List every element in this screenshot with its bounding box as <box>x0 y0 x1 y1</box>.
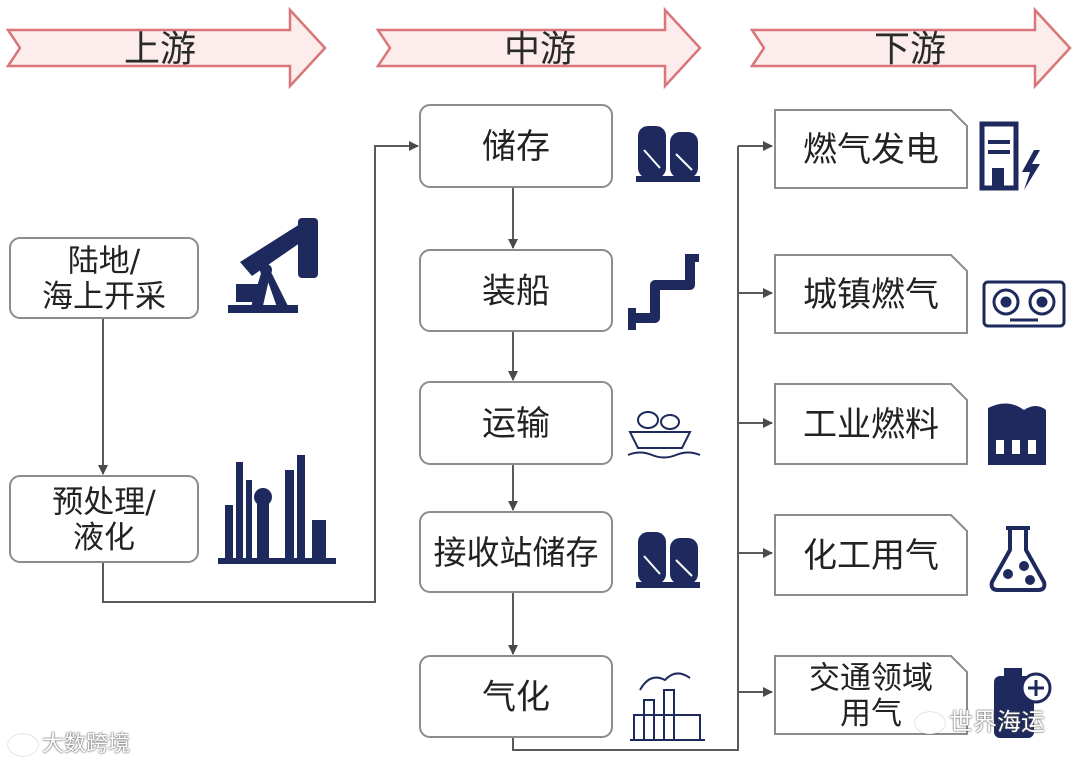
stage-arrow-midstream: 中游 <box>375 6 702 90</box>
box-outline <box>419 104 613 188</box>
box-power-generation: 燃气发电 <box>774 109 968 189</box>
box-outline <box>774 514 968 596</box>
fuel-tank-icon <box>994 668 1052 738</box>
box-label-line: 储存 <box>482 127 550 167</box>
box-label-line: 气化 <box>482 678 550 718</box>
watermark-left: 大数跨境 <box>8 726 130 758</box>
box-label-line: 化工用气 <box>803 536 939 576</box>
box-label-line: 液化 <box>73 520 135 556</box>
box-label-line: 运输 <box>482 404 550 444</box>
box-pretreatment: 预处理/液化 <box>9 475 199 563</box>
stage-arrow-upstream: 上游 <box>5 6 327 90</box>
stage-arrow-downstream: 下游 <box>749 6 1072 90</box>
box-extraction: 陆地/海上开采 <box>9 237 199 319</box>
box-industrial-fuel: 工业燃料 <box>774 383 968 465</box>
box-gasification: 气化 <box>419 655 613 738</box>
box-outline <box>419 249 613 332</box>
box-label-line: 陆地/ <box>68 243 141 279</box>
box-outline <box>9 237 199 319</box>
icons <box>218 121 1066 741</box>
box-outline <box>9 475 199 563</box>
box-shipping: 装船 <box>419 249 613 332</box>
box-transport: 运输 <box>419 381 613 465</box>
stage-label-midstream: 中游 <box>504 29 576 70</box>
box-label-line: 交通领域 <box>809 660 933 696</box>
watermark-right-text: 世界海运 <box>949 708 1045 736</box>
lng-ship-icon <box>627 411 701 459</box>
box-chemical-gas: 化工用气 <box>774 514 968 596</box>
box-terminal-storage: 接收站储存 <box>419 511 613 593</box>
weibo-icon <box>8 734 38 756</box>
box-outline <box>774 109 968 189</box>
box-city-gas: 城镇燃气 <box>774 254 968 334</box>
box-outline <box>419 381 613 465</box>
connector-gasification-to-bus <box>512 146 739 751</box>
storage-tank-icon <box>636 532 700 588</box>
gas-stove-icon <box>982 280 1066 328</box>
box-label-line: 装船 <box>482 272 550 312</box>
connector-pretreatment-to-storage <box>102 141 419 603</box>
watermark-left-text: 大数跨境 <box>42 732 131 757</box>
wechat-icon <box>915 712 945 734</box>
box-label-line: 工业燃料 <box>803 405 939 445</box>
watermark-right: 世界海运 <box>915 702 1045 737</box>
box-label-line: 燃气发电 <box>803 130 939 170</box>
pipeline-icon <box>628 254 699 330</box>
stage-label-downstream: 下游 <box>874 29 946 70</box>
box-outline <box>419 655 613 738</box>
box-outline <box>774 383 968 465</box>
box-outline <box>419 511 613 593</box>
power-plant-icon <box>979 121 1040 191</box>
connectors <box>98 141 773 751</box>
box-label-line: 用气 <box>840 696 902 732</box>
box-label-line: 预处理/ <box>52 484 156 520</box>
box-label-line: 海上开采 <box>42 279 166 315</box>
factory-icon <box>630 672 705 741</box>
oil-pump-icon <box>228 218 318 313</box>
refinery-icon <box>218 455 336 564</box>
box-storage: 储存 <box>419 104 613 188</box>
stage-label-upstream: 上游 <box>124 29 196 70</box>
box-outline <box>774 254 968 334</box>
storage-tank-icon <box>636 126 700 182</box>
factory-roof-icon <box>988 403 1046 465</box>
box-label-line: 接收站储存 <box>434 533 599 572</box>
flask-icon <box>989 526 1047 592</box>
box-label-line: 城镇燃气 <box>803 275 939 315</box>
